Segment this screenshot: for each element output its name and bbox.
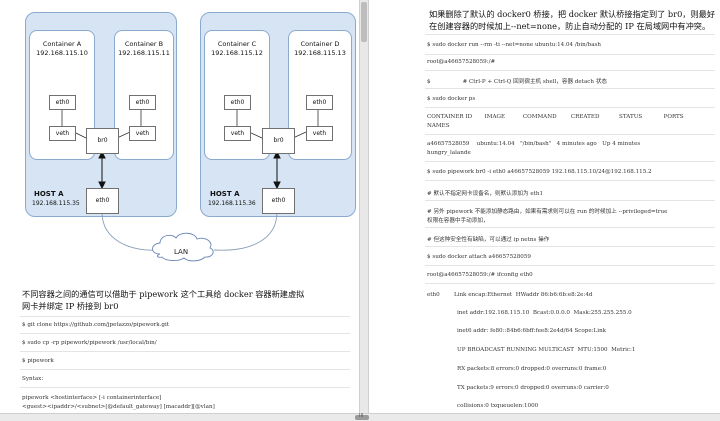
right-page: 如果删除了默认的 docker0 桥接，把 docker 默认桥接指定到了 br…: [369, 0, 720, 413]
code-line: $ sudo docker attach a46657528059: [427, 254, 531, 260]
container-c-eth0: eth0: [224, 95, 251, 110]
host-b-label: HOST A: [210, 190, 240, 198]
divider-line: [20, 316, 350, 317]
host-a-label: HOST A: [34, 190, 64, 198]
code-line: hungry_lalande: [427, 150, 471, 156]
page-divider: [359, 0, 369, 413]
code-line: $ sudo docker run --rm -ti --net=none ub…: [427, 42, 602, 48]
container-d-eth0: eth0: [306, 95, 333, 110]
divider-line: [425, 34, 715, 35]
code-line: # 另外 pipework 不能添加静态路由，如果有需求则可以在 run 的时候…: [427, 209, 668, 215]
container-a-name: Container A: [42, 40, 82, 48]
divider-line: [425, 70, 715, 71]
code-line: # 默认不指定网卡设备名，则默认添加为 eth1: [427, 191, 544, 197]
container-b-name: Container B: [124, 40, 164, 48]
code-line: NAMES: [427, 123, 450, 129]
container-b-eth0: eth0: [129, 95, 156, 110]
host-a-eth0: eth0: [86, 188, 119, 214]
container-d-veth: veth: [306, 126, 333, 141]
divider-line: [425, 265, 715, 266]
code-line: inet addr:192.168.115.10 Bcast:0.0.0.0 M…: [457, 310, 632, 316]
lan-cloud-icon: [152, 232, 214, 262]
code-line: pipework <hostinterface> [-i containerin…: [22, 395, 162, 401]
left-intro-line1: 不同容器之间的通信可以借助于 pipework 这个工具给 docker 容器新…: [22, 289, 305, 299]
divider-line: [425, 161, 715, 162]
code-line: root@a46657528059:/# ifconfig eth0: [427, 272, 533, 278]
host-a-bridge: br0: [86, 128, 119, 154]
divider-line: [20, 351, 350, 352]
code-line: RX packets:8 errors:0 dropped:0 overruns…: [457, 366, 607, 372]
container-b-veth: veth: [129, 126, 156, 141]
code-line: $ sudo docker ps: [427, 96, 476, 102]
container-d-ip: 192.168.115.13: [294, 49, 346, 57]
code-line: $ # Ctrl-P + Ctrl-Q 回到宿主机 shell，容器 detac…: [427, 79, 608, 85]
container-a-veth: veth: [49, 126, 76, 141]
left-intro-line2: 网卡并绑定 IP 桥接到 br0: [22, 301, 119, 311]
code-line: a46657528059 ubuntu:14.04 "/bin/bash" 4 …: [427, 141, 641, 147]
lan-label: LAN: [174, 248, 189, 256]
divider-line: [20, 369, 350, 370]
container-c-veth: veth: [224, 126, 251, 141]
code-line: inet6 addr: fe80::84b6:6bff:fee8:2e4d/64…: [457, 328, 607, 334]
container-b-ip: 192.168.115.11: [118, 49, 170, 57]
code-line: <guest><ipaddr>/<subnet>[@default_gatewa…: [22, 404, 215, 410]
host-b-eth0: eth0: [262, 188, 295, 214]
code-line: CONTAINER ID IMAGE COMMAND CREATED STATU…: [427, 114, 684, 120]
scrollbar-thumb[interactable]: [361, 2, 367, 42]
divider-line: [425, 180, 715, 181]
scrollbar-grip[interactable]: [355, 415, 369, 420]
diagram-lines: [61, 108, 319, 262]
divider-line: [425, 107, 715, 108]
code-line: eth0 Link encap:Ethernet HWaddr 86:b6:6b…: [427, 292, 593, 298]
container-a-ip: 192.168.115.10: [36, 49, 88, 57]
divider-line: [20, 333, 350, 334]
left-page: Container A 192.168.115.10 Container B 1…: [0, 0, 359, 413]
code-line: collisions:0 txqueuelen:1000: [457, 403, 539, 409]
host-a-ip: 192.168.115.35: [32, 200, 80, 207]
code-line: Syntax:: [22, 376, 44, 382]
divider-line: [425, 227, 715, 228]
code-line: 权限在容器中手动添加，: [427, 218, 489, 224]
container-d-name: Container D: [300, 40, 340, 48]
host-b-ip: 192.168.115.36: [208, 200, 256, 207]
code-line: root@a46657528059:/#: [427, 59, 496, 65]
horizontal-scrollbar[interactable]: III: [0, 413, 720, 421]
divider-line: [20, 387, 350, 388]
container-c-name: Container C: [217, 40, 257, 48]
right-intro-line1: 如果删除了默认的 docker0 桥接，把 docker 默认桥接指定到了 br…: [429, 9, 716, 19]
right-intro-line2: 在创建容器的时候加上--net=none，防止自动分配的 IP 在局域网中有冲突…: [429, 21, 711, 31]
host-b-bridge: br0: [262, 128, 295, 154]
container-a-eth0: eth0: [49, 95, 76, 110]
code-line: # 但这种安全性有缺陷，可以通过 ip netns 操作: [427, 237, 550, 243]
scrollbar-grip-mark: III: [359, 413, 364, 419]
code-line: TX packets:9 errors:0 dropped:0 overruns…: [457, 385, 609, 391]
divider-line: [425, 200, 715, 201]
divider-line: [425, 246, 715, 247]
container-c-ip: 192.168.115.12: [211, 49, 263, 57]
code-line: $ pipework: [22, 358, 54, 364]
code-line: $ sudo pipework br0 -i eth0 a46657528059…: [427, 169, 652, 175]
code-line: $ git clone https://github.com/jpetazzo/…: [22, 322, 170, 328]
divider-line: [425, 54, 715, 55]
divider-line: [425, 134, 715, 135]
divider-line: [425, 88, 715, 89]
code-line: UP BROADCAST RUNNING MULTICAST MTU:1500 …: [457, 347, 636, 353]
divider-line: [425, 283, 715, 284]
code-line: $ sudo cp -rp pipework/pipework /usr/loc…: [22, 340, 157, 346]
